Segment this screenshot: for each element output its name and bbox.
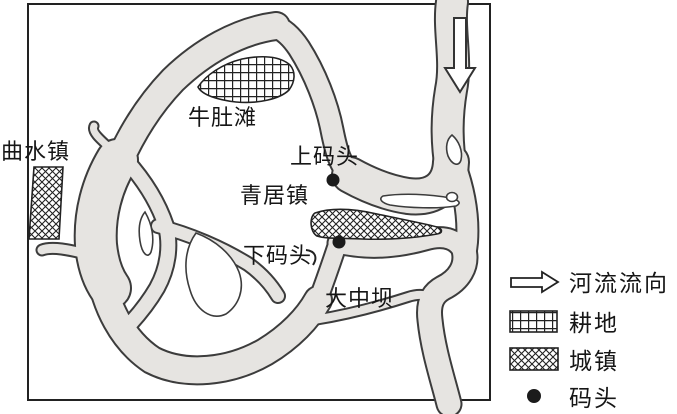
town-area-qushui: [28, 166, 64, 240]
label-qushui-town: 曲水镇: [1, 139, 70, 164]
lower-dock-dot: [332, 235, 346, 249]
river-islands: [138, 133, 463, 317]
legend-dock-icon: [527, 389, 541, 403]
legend-town-label: 城镇: [569, 348, 619, 374]
label-niudu-beach: 牛肚滩: [188, 105, 257, 130]
label-qingju-town: 青居镇: [240, 183, 309, 208]
legend-flow-arrow-icon: [510, 270, 560, 294]
legend: 河流流向 耕地 城镇 码头: [509, 270, 669, 411]
island-left-banana: [138, 210, 154, 256]
farmland-area-niudutan: [197, 55, 295, 104]
label-upper-dock: 上码头: [290, 144, 359, 169]
island-neck-strip: [380, 193, 460, 209]
town-area-qingju: [310, 208, 443, 241]
island-left-teardrop: [185, 232, 243, 317]
legend-farmland-icon: [509, 310, 558, 333]
island-pool-teardrop: [445, 133, 463, 165]
label-lower-dock: 下码头: [243, 243, 312, 268]
flow-direction-arrow: [443, 17, 477, 94]
legend-dock-label: 码头: [569, 385, 619, 411]
lower-dock-leader: [305, 249, 317, 266]
legend-flow-label: 河流流向: [569, 270, 669, 296]
island-pool-oval: [445, 191, 459, 203]
upper-dock-dot: [326, 173, 340, 187]
legend-town-icon: [509, 347, 559, 371]
label-dazhong-bar: 大中坝: [325, 286, 394, 311]
legend-farmland-label: 耕地: [569, 310, 619, 336]
